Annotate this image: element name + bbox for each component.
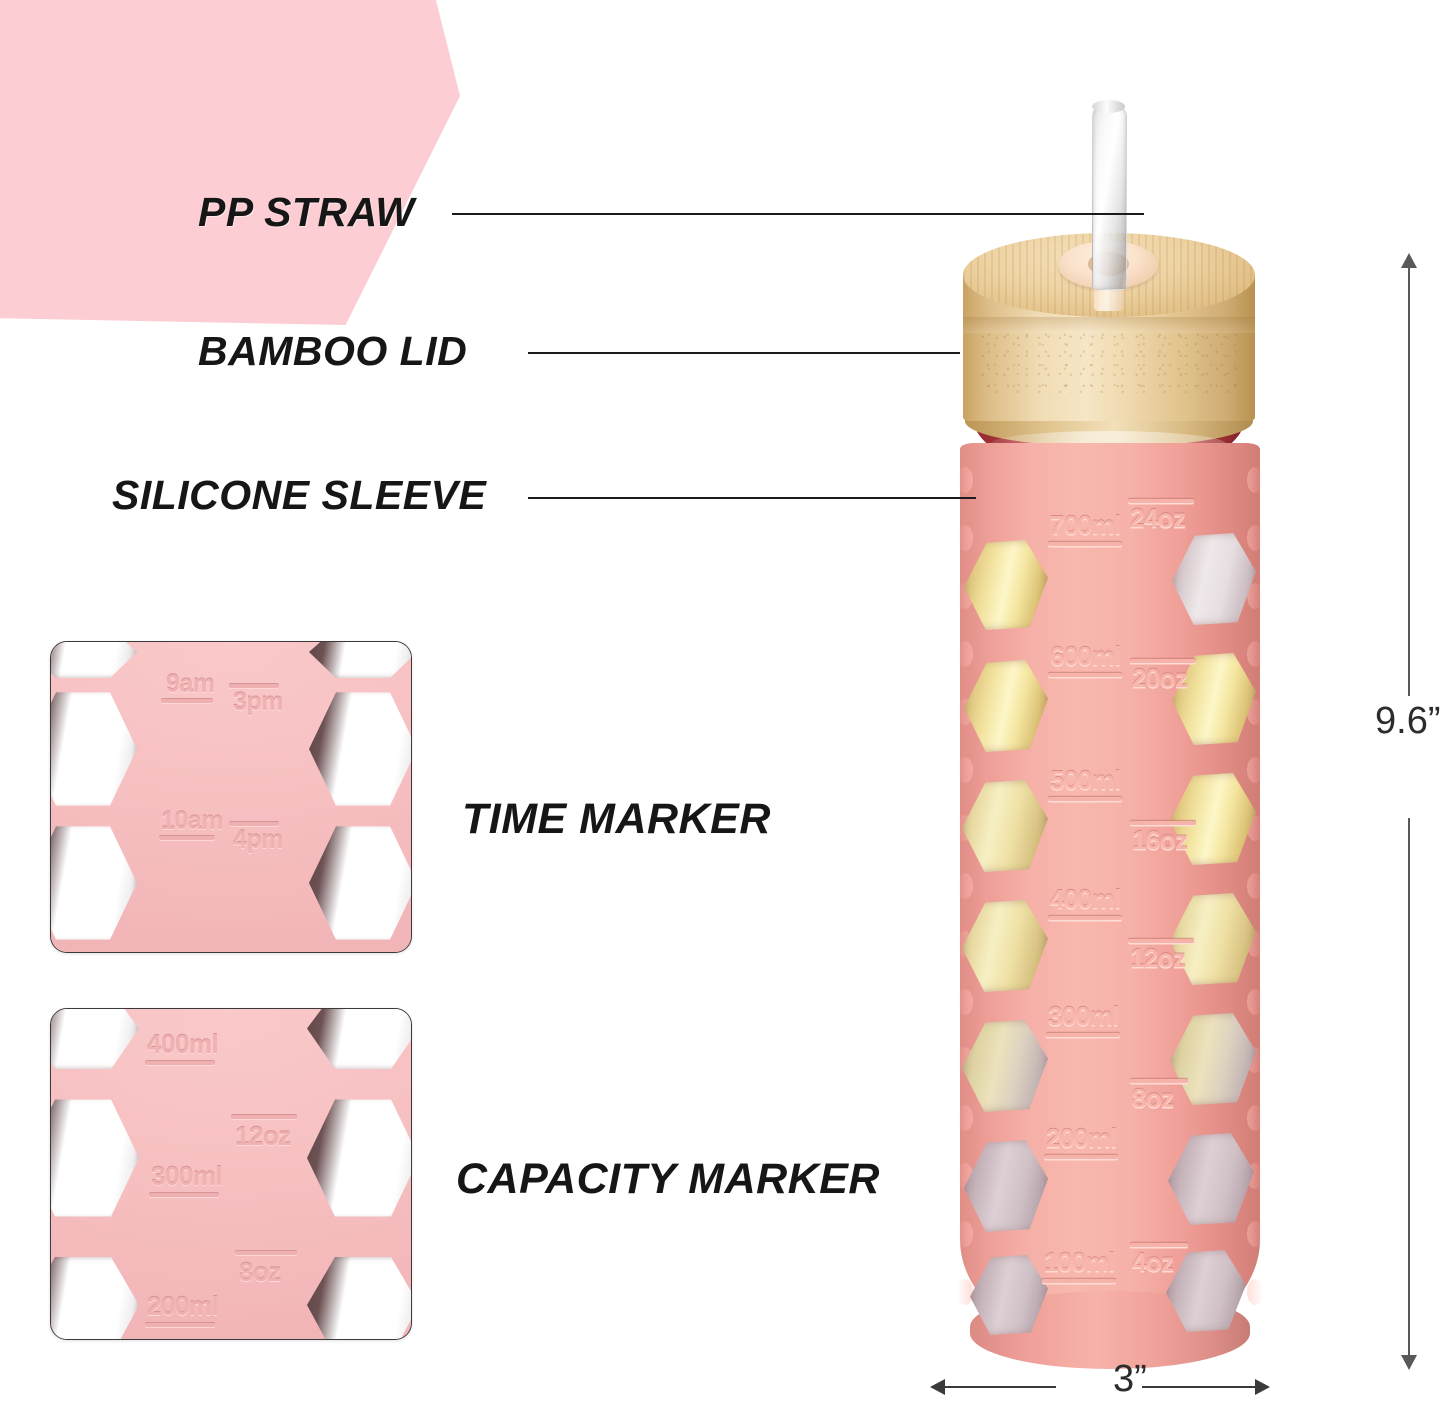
pp-straw	[1092, 103, 1127, 290]
bottle-marking-20oz: 20oz	[1132, 663, 1188, 693]
bottle-marking-100ml: 100ml	[1044, 1247, 1115, 1277]
time-marker-inset: 9am 3pm 10am 4pm	[50, 641, 412, 953]
callout-label-silicone-sleeve: SILICONE SLEEVE	[112, 472, 487, 518]
bamboo-grain-texture	[980, 331, 1238, 393]
arrow-head-up	[1400, 253, 1417, 268]
bottle-marking-line	[1130, 821, 1196, 825]
leader-line-silicone-sleeve	[528, 497, 976, 499]
height-dimension-arrow	[1400, 253, 1417, 1370]
bottle-marking-line	[1048, 542, 1122, 546]
inset-marking-3pm: 3pm	[233, 688, 283, 716]
bottle-marking-line	[1042, 1279, 1116, 1283]
pink-hexagon-banner	[0, 0, 460, 325]
bottle-marking-line	[1130, 1243, 1188, 1247]
bottle-marking-line	[1048, 797, 1122, 801]
straw-tip	[1092, 100, 1125, 113]
bottle-marking-8oz: 8oz	[1132, 1083, 1174, 1113]
leader-line-bamboo-lid	[528, 352, 960, 354]
bottle-marking-400ml: 400ml	[1050, 884, 1121, 914]
inset-marking-line	[159, 836, 215, 840]
dimension-shaft	[1142, 1386, 1255, 1388]
inset-marking-4pm: 4pm	[233, 826, 283, 854]
dimension-shaft	[1408, 266, 1410, 696]
bottle-marking-line	[1130, 1079, 1188, 1083]
bottle-marking-500ml: 500ml	[1050, 765, 1121, 795]
arrow-head-left	[930, 1378, 945, 1395]
width-dimension-label: 3”	[1113, 1358, 1147, 1400]
bottle-marking-line	[1048, 916, 1122, 920]
dimension-shaft	[943, 1386, 1056, 1388]
inset-marking-line	[149, 1193, 219, 1197]
bottle-marking-line	[1128, 939, 1194, 943]
bottle-marking-300ml: 300ml	[1048, 1001, 1119, 1031]
arrow-head-right	[1255, 1378, 1270, 1395]
inset-marking-line	[229, 822, 279, 826]
feature-label-time-marker: TIME MARKER	[462, 795, 771, 843]
inset-marking-200ml: 200ml	[147, 1291, 219, 1321]
bottle-marking-200ml: 200ml	[1046, 1123, 1117, 1153]
inset-marking-12oz: 12oz	[235, 1121, 291, 1151]
bottle-marking-600ml: 600ml	[1050, 641, 1121, 671]
bottle-marking-line	[1128, 499, 1194, 503]
bottle-marking-line	[1046, 1033, 1120, 1037]
inset-marking-10am: 10am	[161, 807, 223, 835]
leader-line-pp-straw	[452, 213, 1144, 215]
callout-label-pp-straw: PP STRAW	[198, 189, 415, 235]
bottle-marking-24oz: 24oz	[1130, 503, 1186, 533]
inset-marking-line	[231, 1115, 297, 1119]
bottle-marking-line	[1044, 1155, 1118, 1159]
bottle-marking-12oz: 12oz	[1130, 943, 1186, 973]
inset-marking-line	[161, 699, 213, 703]
feature-label-capacity-marker: CAPACITY MARKER	[456, 1155, 880, 1203]
inset-marking-400ml: 400ml	[147, 1029, 219, 1059]
inset-marking-300ml: 300ml	[151, 1161, 223, 1191]
water-bottle-product-image: 700ml 600ml 500ml 400ml 300ml 200ml 100m…	[940, 95, 1280, 1369]
arrow-head-down	[1400, 1355, 1417, 1370]
inset-marking-8oz: 8oz	[239, 1257, 281, 1287]
capacity-marker-inset: 400ml 12oz 300ml 8oz 200ml	[50, 1008, 412, 1340]
bottle-marking-line	[1130, 659, 1196, 663]
bottle-marking-16oz: 16oz	[1132, 825, 1188, 855]
dimension-shaft	[1408, 818, 1410, 1355]
inset-marking-line	[229, 684, 279, 688]
inset-marking-9am: 9am	[166, 670, 215, 698]
width-dimension-arrow	[930, 1378, 1270, 1395]
bottle-marking-700ml: 700ml	[1050, 510, 1121, 540]
inset-marking-line	[235, 1251, 297, 1255]
inset-marking-line	[145, 1323, 215, 1327]
inset-marking-line	[145, 1061, 215, 1065]
height-dimension-label: 9.6”	[1375, 700, 1441, 742]
bottle-marking-4oz: 4oz	[1132, 1247, 1174, 1277]
callout-label-bamboo-lid: BAMBOO LID	[198, 328, 468, 374]
bottle-marking-line	[1048, 673, 1122, 677]
